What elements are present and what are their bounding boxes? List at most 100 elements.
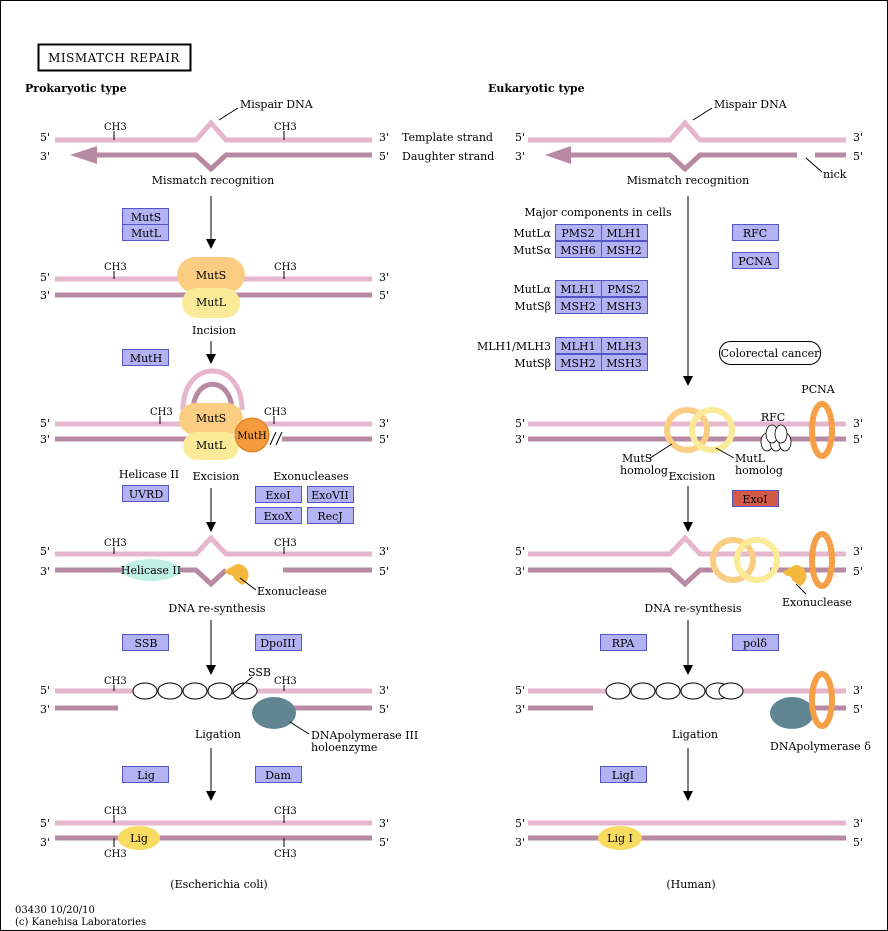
svg-text:MutS: MutS bbox=[131, 211, 161, 224]
svg-text:MSH2: MSH2 bbox=[560, 357, 595, 370]
methyl-label: CH3 bbox=[104, 538, 127, 549]
gene-rfc[interactable]: RFC bbox=[732, 224, 779, 241]
end-label: 3' bbox=[515, 150, 525, 163]
gene-pms2[interactable]: PMS2 bbox=[601, 280, 648, 297]
gene-exoi-human[interactable]: ExoI bbox=[732, 490, 779, 507]
gene-exoi[interactable]: ExoI bbox=[255, 486, 302, 503]
gene-muth[interactable]: MutH bbox=[122, 349, 169, 366]
gene-msh3[interactable]: MSH3 bbox=[601, 297, 648, 314]
methyl-label: CH3 bbox=[104, 676, 127, 687]
ligi-complex bbox=[598, 826, 642, 850]
gene-pold[interactable]: polδ bbox=[732, 634, 779, 651]
end-label: 3' bbox=[515, 703, 525, 716]
svg-text:ExoI: ExoI bbox=[742, 493, 767, 506]
svg-text:MSH2: MSH2 bbox=[606, 244, 641, 257]
gene-muts[interactable]: MutS bbox=[122, 208, 169, 225]
end-label: 5' bbox=[515, 817, 525, 830]
eukaryote-heading: Eukaryotic type bbox=[488, 82, 585, 95]
gene-uvrd[interactable]: UVRD bbox=[122, 485, 169, 502]
svg-text:MISMATCH REPAIR: MISMATCH REPAIR bbox=[48, 51, 180, 65]
methyl-label: CH3 bbox=[104, 122, 127, 133]
ssb-label: SSB bbox=[248, 666, 271, 679]
end-label: 3' bbox=[515, 565, 525, 578]
gene-mlh1[interactable]: MLH1 bbox=[555, 280, 602, 297]
methyl-label: CH3 bbox=[274, 806, 297, 817]
euk-mispair-dna bbox=[528, 107, 846, 173]
rpa-complex bbox=[605, 682, 744, 700]
mutl-homolog-label-2: homolog bbox=[735, 464, 783, 477]
exonucleases-group-label: Exonucleases bbox=[273, 470, 349, 483]
end-label: 5' bbox=[40, 817, 50, 830]
methyl-label: CH3 bbox=[104, 849, 127, 860]
svg-text:DpoIII: DpoIII bbox=[260, 637, 296, 650]
lig-complex-label: Lig bbox=[130, 832, 148, 845]
prok-mispair-dna bbox=[55, 107, 372, 173]
svg-text:PMS2: PMS2 bbox=[607, 283, 640, 296]
exonuclease-label: Exonuclease bbox=[257, 585, 327, 598]
gene-mlh1[interactable]: MLH1 bbox=[555, 337, 602, 354]
gene-mlh1[interactable]: MLH1 bbox=[601, 224, 648, 241]
complex-label: MutLα bbox=[513, 283, 551, 296]
gene-dam[interactable]: Dam bbox=[255, 766, 302, 783]
muts-complex-label: MutS bbox=[196, 269, 226, 282]
gene-msh2[interactable]: MSH2 bbox=[601, 241, 648, 258]
nick-label: nick bbox=[823, 168, 847, 181]
gene-msh3[interactable]: MSH3 bbox=[601, 354, 648, 371]
gene-pcna[interactable]: PCNA bbox=[732, 252, 779, 269]
gene-msh2[interactable]: MSH2 bbox=[555, 297, 602, 314]
helicase-complex-label: Helicase II bbox=[121, 564, 181, 577]
complex-label: MutSα bbox=[513, 244, 551, 257]
mutl-complex-label: MutL bbox=[196, 439, 227, 452]
euk-mispair-label: Mispair DNA bbox=[714, 98, 788, 111]
muts-complex bbox=[177, 257, 245, 293]
muts-complex bbox=[179, 403, 243, 435]
svg-text:polδ: polδ bbox=[743, 637, 767, 650]
muth-complex-label: MutH bbox=[237, 431, 267, 442]
mutl-complex-label: MutL bbox=[196, 296, 227, 309]
end-label: 3' bbox=[40, 289, 50, 302]
svg-text:UVRD: UVRD bbox=[129, 488, 163, 501]
gene-ssb[interactable]: SSB bbox=[122, 634, 169, 651]
svg-text:PMS2: PMS2 bbox=[561, 227, 594, 240]
gene-lig[interactable]: Lig bbox=[122, 766, 169, 783]
end-label: 3' bbox=[379, 271, 389, 284]
footer-copyright: (c) Kanehisa Laboratories bbox=[15, 917, 146, 928]
gene-ligi[interactable]: LigI bbox=[600, 766, 647, 783]
svg-text:MLH3: MLH3 bbox=[606, 340, 641, 353]
end-label: 5' bbox=[40, 684, 50, 697]
disease-colorectal-cancer[interactable]: Colorectal cancer bbox=[719, 341, 821, 365]
end-label: 5' bbox=[40, 417, 50, 430]
gene-rpa[interactable]: RPA bbox=[600, 634, 647, 651]
end-label: 5' bbox=[379, 836, 389, 849]
methyl-label: CH3 bbox=[274, 122, 297, 133]
gene-pms2[interactable]: PMS2 bbox=[555, 224, 602, 241]
end-label: 3' bbox=[853, 817, 863, 830]
gene-dpoiii[interactable]: DpoIII bbox=[255, 634, 302, 651]
methyl-label: CH3 bbox=[274, 849, 297, 860]
gene-exox[interactable]: ExoX bbox=[255, 507, 302, 524]
gene-mlh3[interactable]: MLH3 bbox=[601, 337, 648, 354]
svg-text:MLH1: MLH1 bbox=[560, 340, 595, 353]
end-label: 5' bbox=[853, 836, 863, 849]
end-label: 5' bbox=[853, 433, 863, 446]
methyl-label: CH3 bbox=[264, 407, 287, 418]
gene-recj[interactable]: RecJ bbox=[307, 507, 354, 524]
svg-text:MSH3: MSH3 bbox=[606, 300, 641, 313]
footer-id-date: 03430 10/20/10 bbox=[15, 905, 95, 916]
prok-dna-row4 bbox=[55, 534, 372, 588]
gene-mutl[interactable]: MutL bbox=[122, 224, 169, 241]
methyl-label: CH3 bbox=[274, 676, 297, 687]
gene-msh6[interactable]: MSH6 bbox=[555, 241, 602, 258]
muts-homolog-label-1: MutS bbox=[622, 452, 652, 465]
euk-step-excision: Excision bbox=[669, 470, 716, 483]
svg-text:Colorectal cancer: Colorectal cancer bbox=[721, 347, 821, 360]
gene-exovii[interactable]: ExoVII bbox=[307, 486, 354, 503]
svg-text:MutL: MutL bbox=[131, 227, 162, 240]
daughter-strand-label: Daughter strand bbox=[402, 150, 494, 163]
end-label: 5' bbox=[515, 684, 525, 697]
map-title: MISMATCH REPAIR bbox=[37, 43, 192, 72]
gene-msh2[interactable]: MSH2 bbox=[555, 354, 602, 371]
svg-text:RecJ: RecJ bbox=[317, 510, 342, 523]
ligi-complex-label: Lig I bbox=[607, 832, 633, 845]
complex-label: MutLα bbox=[513, 227, 551, 240]
